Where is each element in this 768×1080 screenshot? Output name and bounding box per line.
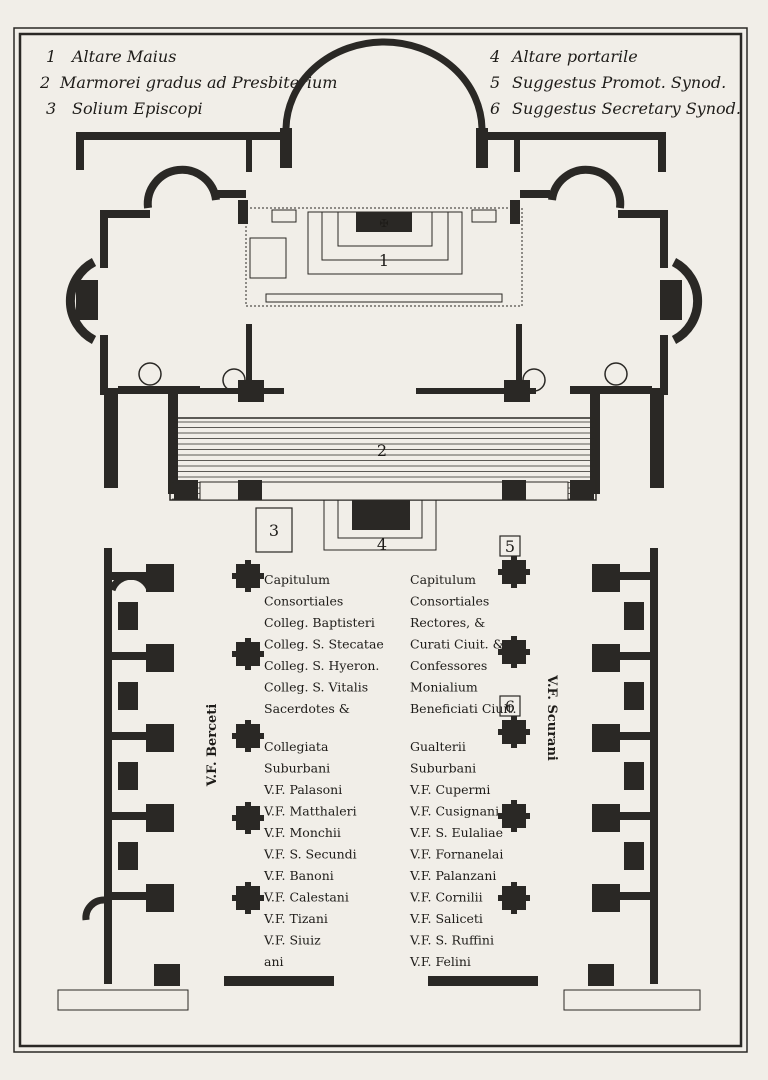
left-column-line: Colleg. S. Hyeron.	[264, 658, 379, 673]
right-column-line: V.F. Cusignani	[409, 804, 499, 819]
right-column-line: Suburbani	[410, 761, 476, 776]
presbyterium-enclosure	[245, 207, 523, 307]
left-column-line: V.F. Matthaleri	[263, 804, 357, 819]
nave-right-wall	[650, 548, 658, 984]
right-column-line: V.F. Palanzani	[409, 868, 496, 883]
right-column-line: V.F. Cupermi	[409, 782, 490, 797]
right-transept-pier	[660, 280, 682, 320]
chancel-structures	[104, 324, 664, 494]
svg-text:✠: ✠	[379, 217, 388, 230]
right-column-line: Consortiales	[410, 594, 489, 609]
label-left-vicariate: V.F. Berceti	[205, 704, 220, 788]
left-transept-apse	[65, 258, 97, 344]
svg-text:1: 1	[46, 47, 56, 66]
spiral-stairs	[138, 362, 628, 392]
legend-text-4: Altare portarile	[510, 47, 638, 66]
right-column-line: Monialium	[410, 680, 478, 695]
legend-num-1: 1	[46, 47, 56, 66]
choir-stall-left	[271, 209, 297, 223]
right-column-line: V.F. Cornilii	[409, 890, 483, 905]
legend-text-1: Altare Maius	[70, 47, 176, 66]
left-column-line: V.F. S. Secundi	[263, 847, 357, 862]
right-column-line: Capitulum	[410, 572, 476, 587]
legend-num-4: 4	[489, 47, 500, 66]
left-column-line: Consortiales	[264, 594, 343, 609]
marker-1: 1	[379, 251, 389, 270]
left-column-line: V.F. Calestani	[263, 890, 349, 905]
left-column-line: V.F. Banoni	[263, 868, 334, 883]
label-right-vicariate: V.F. Scurani	[544, 674, 559, 761]
left-column-line: Suburbani	[264, 761, 330, 776]
marble-steps	[169, 417, 597, 501]
high-altar: ✠	[307, 211, 463, 275]
inner-frame	[18, 32, 743, 1048]
right-column-line: Gualterii	[410, 739, 466, 754]
left-column-line: Colleg. Baptisteri	[264, 615, 375, 630]
promotor-pulpit	[499, 535, 521, 557]
portal-altar	[323, 499, 437, 551]
side-chapels	[112, 572, 650, 900]
legend-num-2: 2	[39, 73, 50, 92]
marker-4: 4	[377, 535, 387, 554]
choir-walls	[76, 132, 666, 172]
right-column-line: Rectores, &	[410, 615, 485, 630]
right-column-line: V.F. S. Eulaliae	[409, 825, 503, 840]
right-column-line: Beneficiati Ciuit.	[410, 701, 516, 716]
outer-frame	[13, 27, 748, 1053]
legend-text-3: Solium Episcopi	[72, 99, 203, 118]
left-column-line: V.F. Tizani	[263, 911, 328, 926]
left-column-line: Sacerdotes &	[264, 701, 350, 716]
right-chapel-apse	[548, 165, 625, 209]
right-column-line: Curati Ciuit. &	[410, 637, 504, 652]
left-column-line: V.F. Palasoni	[263, 782, 342, 797]
right-column-line: V.F. Felini	[409, 954, 471, 969]
legend-text-6: Suggestus Secretary Synod.	[512, 99, 741, 118]
presbyterium-step	[265, 293, 503, 303]
left-chapel-apse	[143, 165, 220, 209]
marker-3: 3	[269, 521, 279, 540]
left-transept-pier	[76, 280, 98, 320]
left-column-line: V.F. Siuiz	[263, 933, 321, 948]
apse-wall	[282, 38, 486, 131]
facade	[57, 964, 701, 1011]
right-column-line: V.F. S. Ruffini	[409, 933, 494, 948]
right-column-line: Confessores	[410, 658, 487, 673]
left-column-line: ani	[264, 954, 284, 969]
legend-text-5: Suggestus Promot. Synod.	[512, 73, 726, 92]
left-column-line: Capitulum	[264, 572, 330, 587]
marker-5: 5	[505, 537, 515, 556]
legend: 1 Altare Maius 2 Marmorei gradus ad Pres…	[39, 47, 741, 118]
secretary-pulpit	[499, 695, 521, 717]
nave-columns	[146, 556, 620, 914]
sedilia	[249, 237, 287, 279]
bishop-throne	[255, 507, 293, 553]
right-column-line: V.F. Saliceti	[409, 911, 483, 926]
left-column-line: V.F. Monchii	[263, 825, 341, 840]
right-column-line: V.F. Fornanelai	[409, 847, 503, 862]
legend-text-2: Marmorei gradus ad Presbiterium	[59, 73, 337, 92]
transept-walls	[100, 190, 668, 395]
legend-num-5: 5	[490, 73, 500, 92]
nave-left-wall	[82, 548, 154, 984]
marker-6: 6	[505, 697, 515, 716]
legend-num-6: 6	[490, 99, 500, 118]
left-column-line: Collegiata	[264, 739, 329, 754]
marker-2: 2	[377, 441, 387, 460]
left-column-line: Colleg. S. Vitalis	[264, 680, 368, 695]
left-column-line: Colleg. S. Stecatae	[264, 637, 384, 652]
legend-num-3: 3	[46, 99, 56, 118]
right-transept-apse	[671, 258, 703, 344]
choir-stall-right	[471, 209, 497, 223]
